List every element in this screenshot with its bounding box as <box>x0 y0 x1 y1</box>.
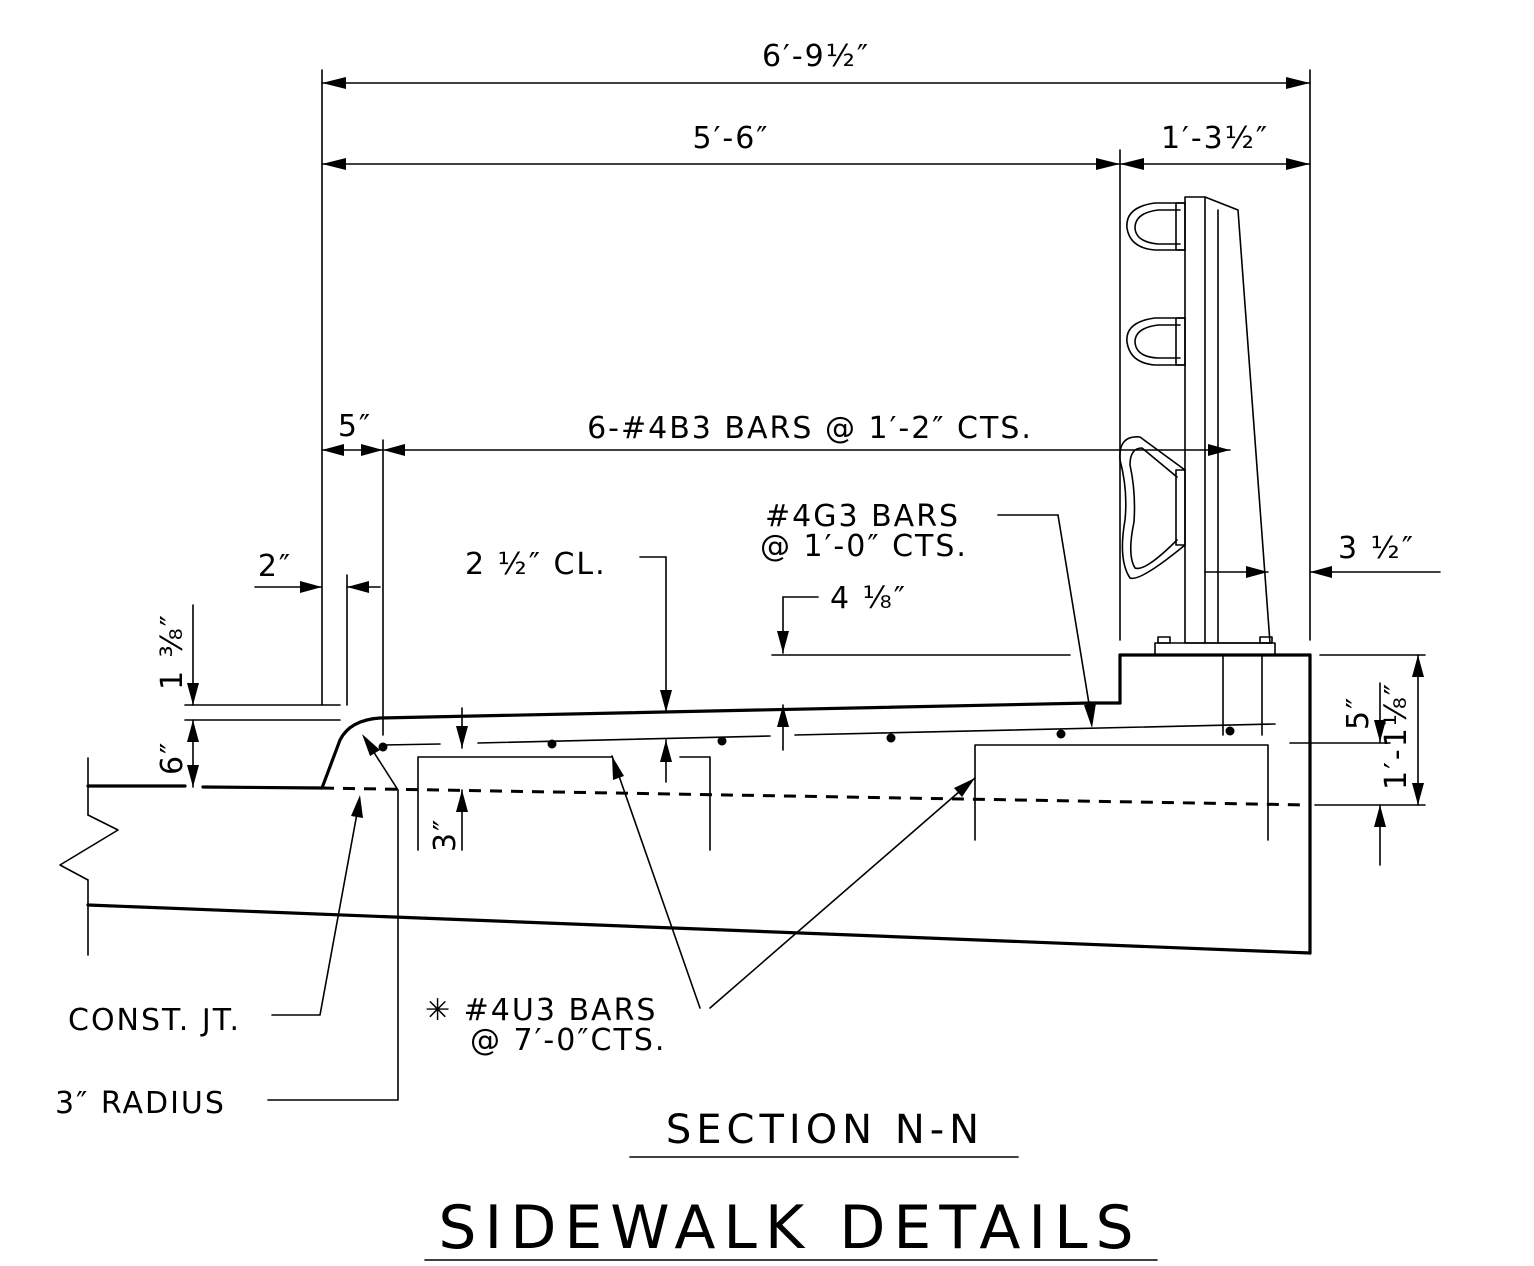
callout-g3-spacing: @ 1′-0″ CTS. <box>760 529 968 564</box>
section-title: SECTION N-N <box>666 1107 984 1153</box>
b3-bar <box>1056 729 1066 739</box>
concrete-section <box>59 653 1312 956</box>
callout-g3-bars: #4G3 BARS <box>765 499 960 534</box>
callout-labels: #4G3 BARS @ 1′-0″ CTS. ✳ #4U3 BARS @ 7′-… <box>55 499 968 1121</box>
dim-barrier-height: 1′-1⅛″ <box>1379 682 1414 790</box>
dim-clear-cover: 2 ½″ CL. <box>465 547 607 582</box>
dimension-lines <box>184 69 1441 866</box>
dim-bar-offset: 5″ <box>338 409 372 444</box>
dim-post-offset: 4 ⅛″ <box>830 581 907 616</box>
b3-bar <box>547 739 557 749</box>
titles: SECTION N-N SIDEWALK DETAILS <box>424 1107 1158 1263</box>
callout-u3-spacing: @ 7′-0″CTS. <box>470 1023 666 1058</box>
dim-sidewalk-width: 5′-6″ <box>692 121 769 156</box>
callout-radius: 3″ RADIUS <box>55 1086 226 1121</box>
callout-const-jt: CONST. JT. <box>68 1003 241 1038</box>
callout-u3-bars: ✳ #4U3 BARS <box>425 993 657 1028</box>
dim-curb-height: 6″ <box>155 741 190 775</box>
sheet-title: SIDEWALK DETAILS <box>438 1193 1141 1263</box>
dimension-labels: 6′-9½″ 5′-6″ 1′-3½″ 5″ 6-#4B3 BARS @ 1′-… <box>155 39 1415 852</box>
dim-barrier-width: 1′-3½″ <box>1161 121 1269 156</box>
dim-overall-width: 6′-9½″ <box>762 39 870 74</box>
dim-curb-depth: 5″ <box>1341 696 1376 730</box>
dim-curb-offset: 2″ <box>258 549 292 584</box>
b3-bar <box>378 742 388 752</box>
steel-rail-post <box>1119 196 1276 656</box>
reinforcement <box>378 654 1276 851</box>
dim-barrier-setback: 3 ½″ <box>1338 531 1415 566</box>
dim-top-rise: 1 ⅜″ <box>155 613 190 690</box>
b3-bar <box>717 736 727 746</box>
leader-lines <box>267 514 1096 1101</box>
b3-bar <box>886 733 896 743</box>
b3-bar <box>1225 726 1235 736</box>
dim-bottom-clear: 3″ <box>428 818 463 852</box>
dim-b3-bars: 6-#4B3 BARS @ 1′-2″ CTS. <box>587 411 1033 446</box>
